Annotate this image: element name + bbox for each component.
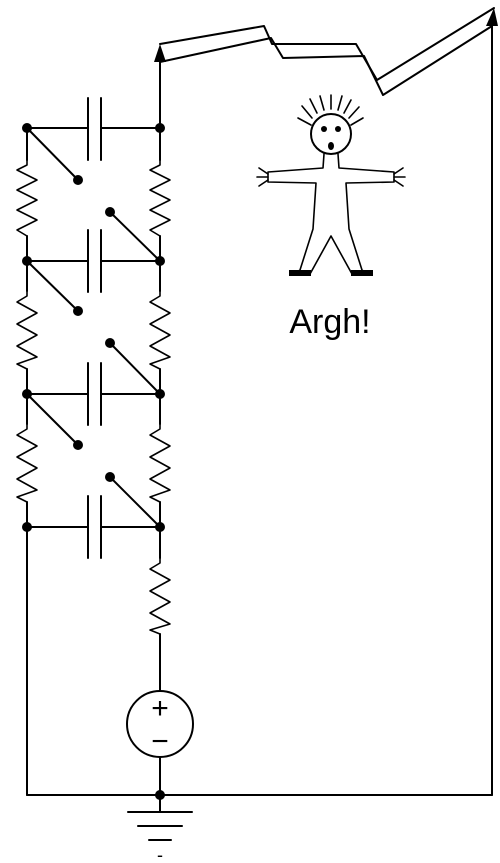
spark-gap-right-3 [105, 472, 161, 528]
spark-gap-left-1 [26, 127, 83, 185]
resistor-left-3 [16, 423, 38, 503]
return-wires [26, 25, 493, 796]
left-hand [256, 167, 269, 187]
source-minus-sign: − [151, 725, 169, 758]
resistor-left-1 [16, 159, 38, 237]
resistor-right-2 [149, 290, 171, 370]
capacitor-2 [26, 229, 161, 293]
ground-label: - [157, 845, 163, 863]
lightning-bolt [159, 7, 495, 96]
capacitor-3 [26, 362, 161, 426]
voltage-source: + − [126, 690, 194, 758]
capacitor-4 [26, 495, 161, 559]
output-arrow-left [154, 44, 166, 62]
spark-gap-right-1 [105, 207, 161, 262]
spark-gap-right-2 [105, 338, 161, 395]
right-hand [393, 167, 406, 187]
resistor-bottom [149, 557, 171, 635]
resistor-right-3 [149, 423, 171, 503]
hair-spikes [297, 94, 364, 126]
spark-gap-left-3 [26, 393, 83, 450]
spark-gap-left-2 [26, 260, 83, 316]
ground-symbol: - [127, 794, 193, 863]
source-plus-sign: + [151, 692, 169, 725]
capacitor-1 [26, 97, 161, 161]
body-outline [267, 153, 395, 275]
resistor-left-2 [16, 290, 38, 370]
argh-caption: Argh! [289, 303, 370, 341]
resistor-right-1 [149, 159, 171, 237]
shocked-person-figure [256, 94, 406, 276]
output-arrow-right [486, 8, 498, 26]
